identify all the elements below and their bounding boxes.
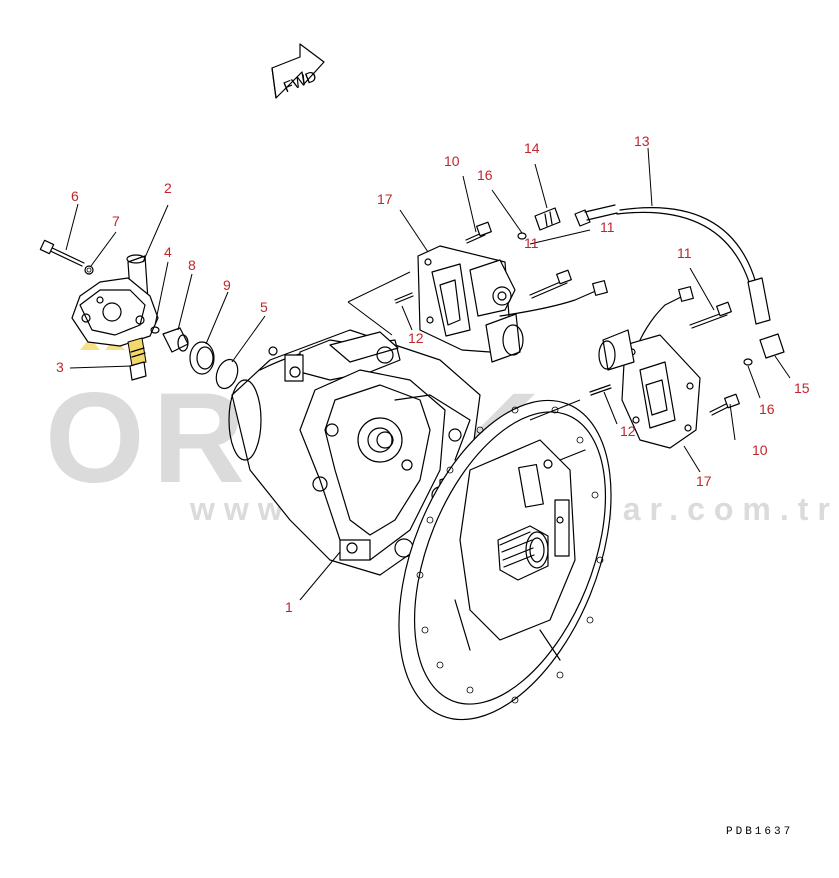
callout-10-upper: 10 [444,153,460,169]
callout-8: 8 [188,257,196,273]
callout-6: 6 [71,188,79,204]
callout-2: 2 [164,180,172,196]
hose [574,204,771,325]
fwd-arrow: FWD [271,43,325,99]
callout-16-lower: 16 [759,401,775,417]
callouts: 1 2 3 4 5 6 7 8 9 10 10 11 11 11 12 12 1… [56,133,810,615]
callout-12-lower: 12 [620,423,636,439]
drawing-code: PDB1637 [726,826,793,838]
leader-lines [65,147,791,601]
callout-3: 3 [56,359,64,375]
callout-17-upper: 17 [377,191,393,207]
callout-13: 13 [634,133,650,149]
callout-7: 7 [112,213,120,229]
solenoid-valve-lower [589,286,785,449]
gear-pump-assembly [39,239,239,390]
callout-4: 4 [164,244,172,260]
callout-16-upper: 16 [477,167,493,183]
main-pump [228,329,612,721]
callout-1: 1 [285,599,293,615]
callout-9: 9 [223,277,231,293]
callout-14: 14 [524,140,540,156]
callout-12-upper: 12 [408,330,424,346]
callout-5: 5 [260,299,268,315]
callout-17-lower: 17 [696,473,712,489]
callout-15: 15 [794,380,810,396]
callout-11-upper: 11 [524,235,539,251]
solenoid-valve-upper [394,207,608,363]
callout-11-mid: 11 [600,219,615,235]
callout-10-lower: 10 [752,442,768,458]
callout-11-right: 11 [677,245,692,261]
fwd-label: FWD [281,68,319,97]
